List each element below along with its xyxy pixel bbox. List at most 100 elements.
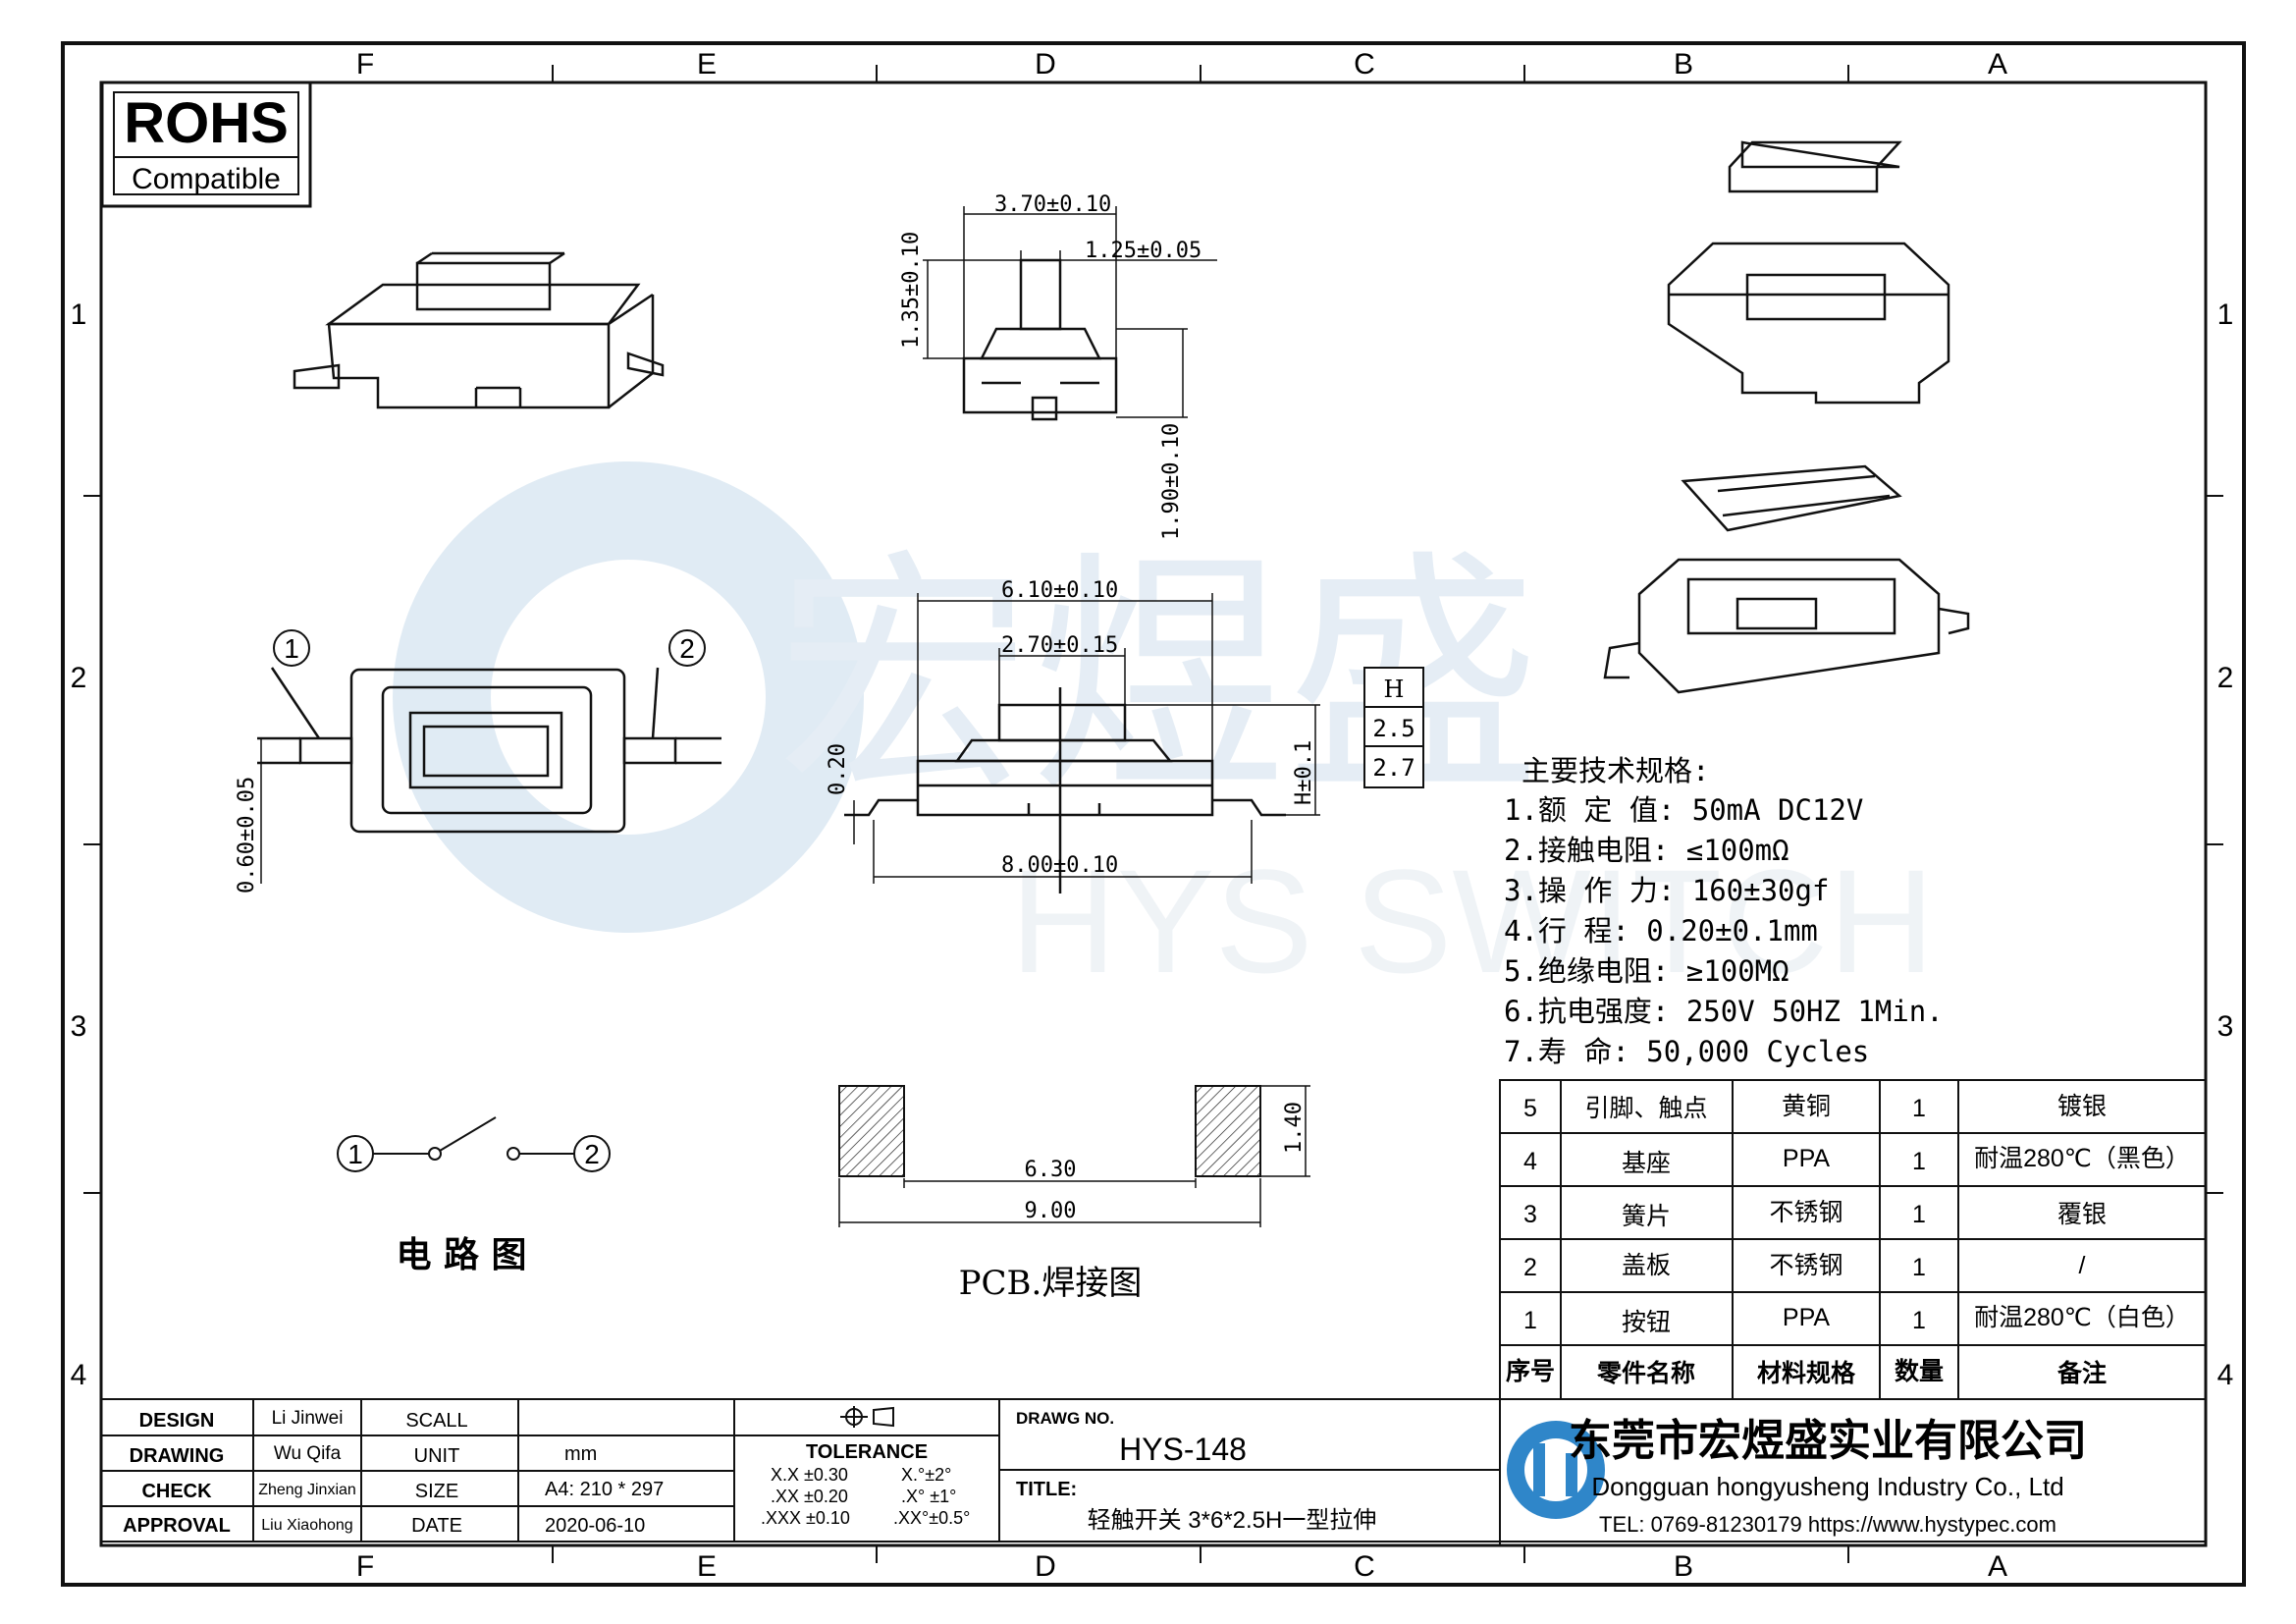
bom-cell: 按钮	[1622, 1309, 1671, 1336]
row-label-right: 1	[2217, 298, 2234, 331]
exploded-view	[1603, 140, 1970, 694]
scall-label: SCALL	[405, 1410, 467, 1432]
marker-2-plan: 2	[668, 629, 706, 667]
bom-cell: PPA	[1783, 1304, 1830, 1331]
rohs-subtitle: Compatible	[132, 163, 281, 195]
circuit-label: 电 路 图	[396, 1234, 526, 1275]
title-block	[101, 1398, 2206, 1545]
check-label: CHECK	[141, 1481, 212, 1502]
h-table-row: 2.7	[1372, 754, 1415, 782]
tol-cell: X.°±2°	[901, 1465, 951, 1485]
h-table: H 2.5 2.7	[1363, 667, 1424, 788]
row-label-left: 2	[71, 662, 87, 694]
bom-rows: 5 引脚、触点 黄铜 1 镀银 4 基座 PPA 1 耐温280℃（黑色） 3 …	[1506, 1093, 2190, 1387]
bom-cell: 耐温280℃（黑色）	[1974, 1145, 2190, 1172]
top-view-dims	[923, 206, 1217, 418]
bom-header: 备注	[2056, 1359, 2107, 1387]
date-label: DATE	[411, 1515, 462, 1537]
size-value: A4: 210 * 297	[545, 1479, 664, 1500]
dim-top-body-h: 1.90±0.10	[1159, 423, 1184, 540]
row-label-right: 4	[2217, 1359, 2234, 1391]
unit-label: UNIT	[414, 1445, 460, 1467]
side-view-dims	[853, 593, 1320, 884]
h-table-row: 2.5	[1372, 715, 1415, 742]
dim-side-width: 6.10±0.10	[1001, 578, 1118, 603]
tol-cell: X.X ±0.30	[771, 1465, 848, 1485]
col-label-top: F	[356, 48, 374, 81]
drawg-no-label: DRAWG NO.	[1016, 1409, 1114, 1428]
circuit-marker-1: 1	[347, 1139, 363, 1169]
company-en: Dongguan hongyusheng Industry Co., Ltd	[1591, 1472, 2063, 1501]
bom-cell: 不锈钢	[1769, 1252, 1842, 1279]
col-label-top: C	[1354, 48, 1375, 81]
bom-cell: 黄铜	[1782, 1093, 1831, 1120]
marker-1-plan: 1	[273, 629, 310, 667]
outer-frame	[61, 41, 2246, 1587]
dim-pin-w: 0.60±0.05	[235, 777, 259, 893]
plan-view-dims	[257, 738, 262, 884]
dim-top-plunger-h: 1.35±0.10	[899, 232, 924, 349]
spec-item: 7.寿 命: 50,000 Cycles	[1504, 1035, 1869, 1068]
dim-top-plunger: 1.25±0.05	[1085, 239, 1201, 263]
spec-item: 6.抗电强度: 250V 50HZ 1Min.	[1504, 995, 1944, 1028]
company-contact: TEL: 0769-81230179 https://www.hystypec.…	[1599, 1512, 2056, 1537]
top-view-switch	[962, 258, 1118, 421]
dim-side-cap: 2.70±0.15	[1001, 633, 1118, 658]
bom-cell: 1	[1523, 1307, 1537, 1334]
col-label-top: B	[1674, 48, 1693, 81]
bom-cell: 3	[1523, 1201, 1537, 1228]
bom-cell: 盖板	[1622, 1252, 1671, 1279]
tol-cell: .XX ±0.20	[771, 1487, 848, 1506]
projection-symbol	[840, 1406, 894, 1428]
bom-cell: 2	[1523, 1254, 1537, 1281]
col-label-top: A	[1988, 48, 2007, 81]
dim-side-height: H±0.1	[1292, 740, 1316, 805]
col-label-bottom: F	[356, 1550, 374, 1583]
iso-view-switch	[293, 251, 665, 409]
bom-cell: 1	[1912, 1307, 1926, 1334]
bom-cell: /	[2079, 1252, 2086, 1279]
watermark-cn: 宏煜盛	[775, 536, 1541, 821]
spec-item: 2.接触电阻: ≤100mΩ	[1504, 834, 1789, 867]
dim-pad-outer: 9.00	[1025, 1199, 1077, 1223]
bom-cell: 5	[1523, 1095, 1537, 1122]
rohs-badge: ROHS Compatible	[100, 81, 312, 208]
bom-table	[1499, 1079, 2207, 1400]
check-value: Zheng Jinxian	[258, 1482, 356, 1498]
company-logo	[1507, 1421, 1605, 1519]
bom-cell: 4	[1523, 1148, 1537, 1175]
tol-cell: .XX°±0.5°	[893, 1508, 970, 1528]
dim-pad-h: 1.40	[1282, 1102, 1307, 1154]
dim-top-width: 3.70±0.10	[994, 192, 1111, 217]
spec-item: 3.操 作 力: 160±30gf	[1504, 874, 1829, 907]
col-label-top: E	[697, 48, 717, 81]
bom-header: 零件名称	[1596, 1359, 1695, 1387]
inner-frame	[99, 81, 2208, 1547]
plan-view-switch	[257, 667, 721, 834]
bom-cell: 1	[1912, 1148, 1926, 1175]
bom-cell: 1	[1912, 1201, 1926, 1228]
bom-cell: 1	[1912, 1254, 1926, 1281]
h-table-header: H	[1384, 676, 1405, 703]
col-label-bottom: E	[697, 1550, 717, 1583]
circuit-diagram: 1 2	[337, 1116, 611, 1172]
dim-side-overall: 8.00±0.10	[1001, 853, 1118, 878]
frame-ticks	[83, 65, 2223, 1563]
tolerance-label: TOLERANCE	[806, 1441, 928, 1463]
bom-cell: 引脚、触点	[1584, 1095, 1707, 1122]
col-label-bottom: B	[1674, 1550, 1693, 1583]
svg-text:2: 2	[679, 633, 695, 664]
row-label-right: 2	[2217, 662, 2234, 694]
spec-item: 5.绝缘电阻: ≥100MΩ	[1504, 954, 1789, 988]
bom-cell: 簧片	[1622, 1203, 1671, 1230]
specs-title: 主要技术规格:	[1522, 754, 1709, 787]
title-label: TITLE:	[1016, 1479, 1077, 1500]
bom-cell: 耐温280℃（白色）	[1974, 1304, 2190, 1331]
unit-value: mm	[564, 1443, 597, 1465]
spec-item: 1.额 定 值: 50mA DC12V	[1504, 793, 1863, 827]
bom-cell: 不锈钢	[1769, 1199, 1842, 1226]
frame-labels: F E D C B A F E D C B A 1 2 3 4 1 2 3 4	[71, 48, 2234, 1583]
approval-label: APPROVAL	[123, 1515, 231, 1537]
dim-side-lead: 0.20	[826, 743, 850, 795]
